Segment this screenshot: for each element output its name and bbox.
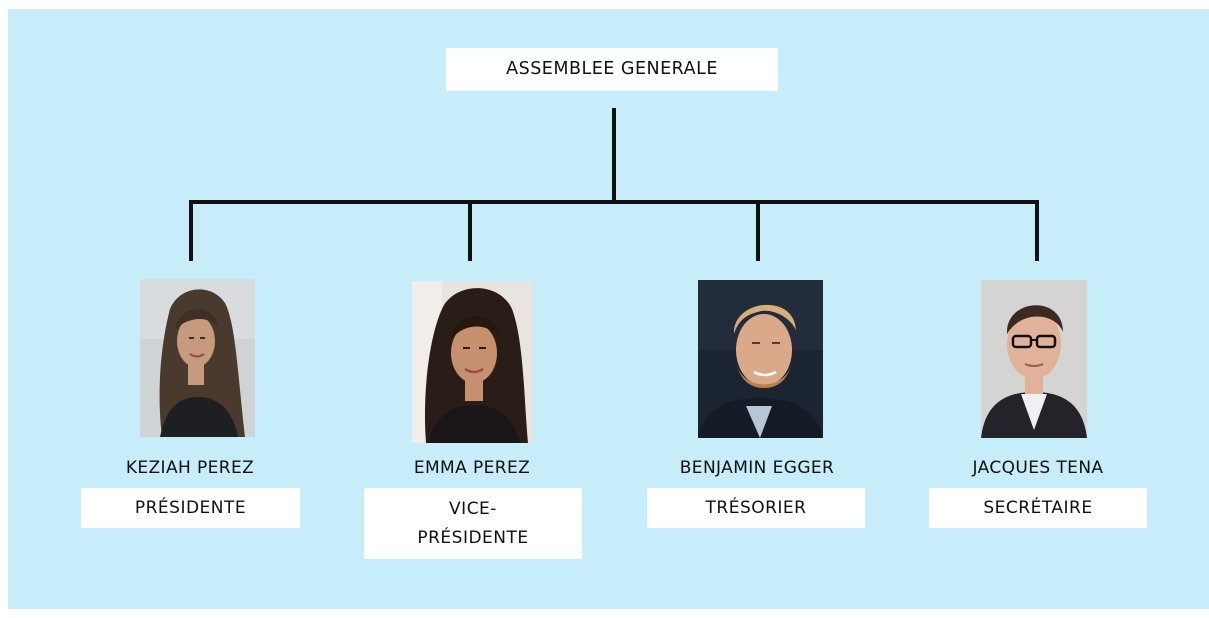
root-label: ASSEMBLEE GENERALE	[506, 59, 718, 79]
branch-line-1	[189, 200, 193, 261]
member-role-1: PRÉSIDENTE	[134, 497, 247, 518]
member-name-2: EMMA PEREZ	[413, 458, 531, 478]
root-connector-line	[612, 108, 616, 203]
branch-line-2	[468, 200, 472, 261]
branch-line-3	[756, 200, 760, 261]
member-role-4: SECRÉTAIRE	[983, 497, 1093, 518]
member-role-box-3: TRÉSORIER	[647, 488, 865, 528]
member-photo-2	[412, 281, 533, 443]
member-role-2-line-1: VICE-	[449, 498, 497, 519]
member-name-4: JACQUES TENA	[972, 458, 1104, 478]
member-role-box-4: SECRÉTAIRE	[929, 488, 1147, 528]
root-box: ASSEMBLEE GENERALE	[446, 48, 778, 91]
member-name-3: BENJAMIN EGGER	[679, 458, 835, 478]
member-role-3: TRÉSORIER	[705, 497, 807, 518]
member-role-2-line-2: PRÉSIDENTE	[417, 527, 529, 548]
branch-line-4	[1035, 200, 1039, 261]
member-role-box-2: VICE- PRÉSIDENTE	[364, 488, 582, 559]
member-photo-1	[140, 279, 255, 437]
member-name-1: KEZIAH PEREZ	[125, 458, 255, 478]
member-role-box-1: PRÉSIDENTE	[81, 488, 300, 528]
member-photo-3	[698, 280, 823, 438]
member-photo-4	[981, 280, 1087, 438]
horizontal-connector-line	[189, 200, 1039, 204]
